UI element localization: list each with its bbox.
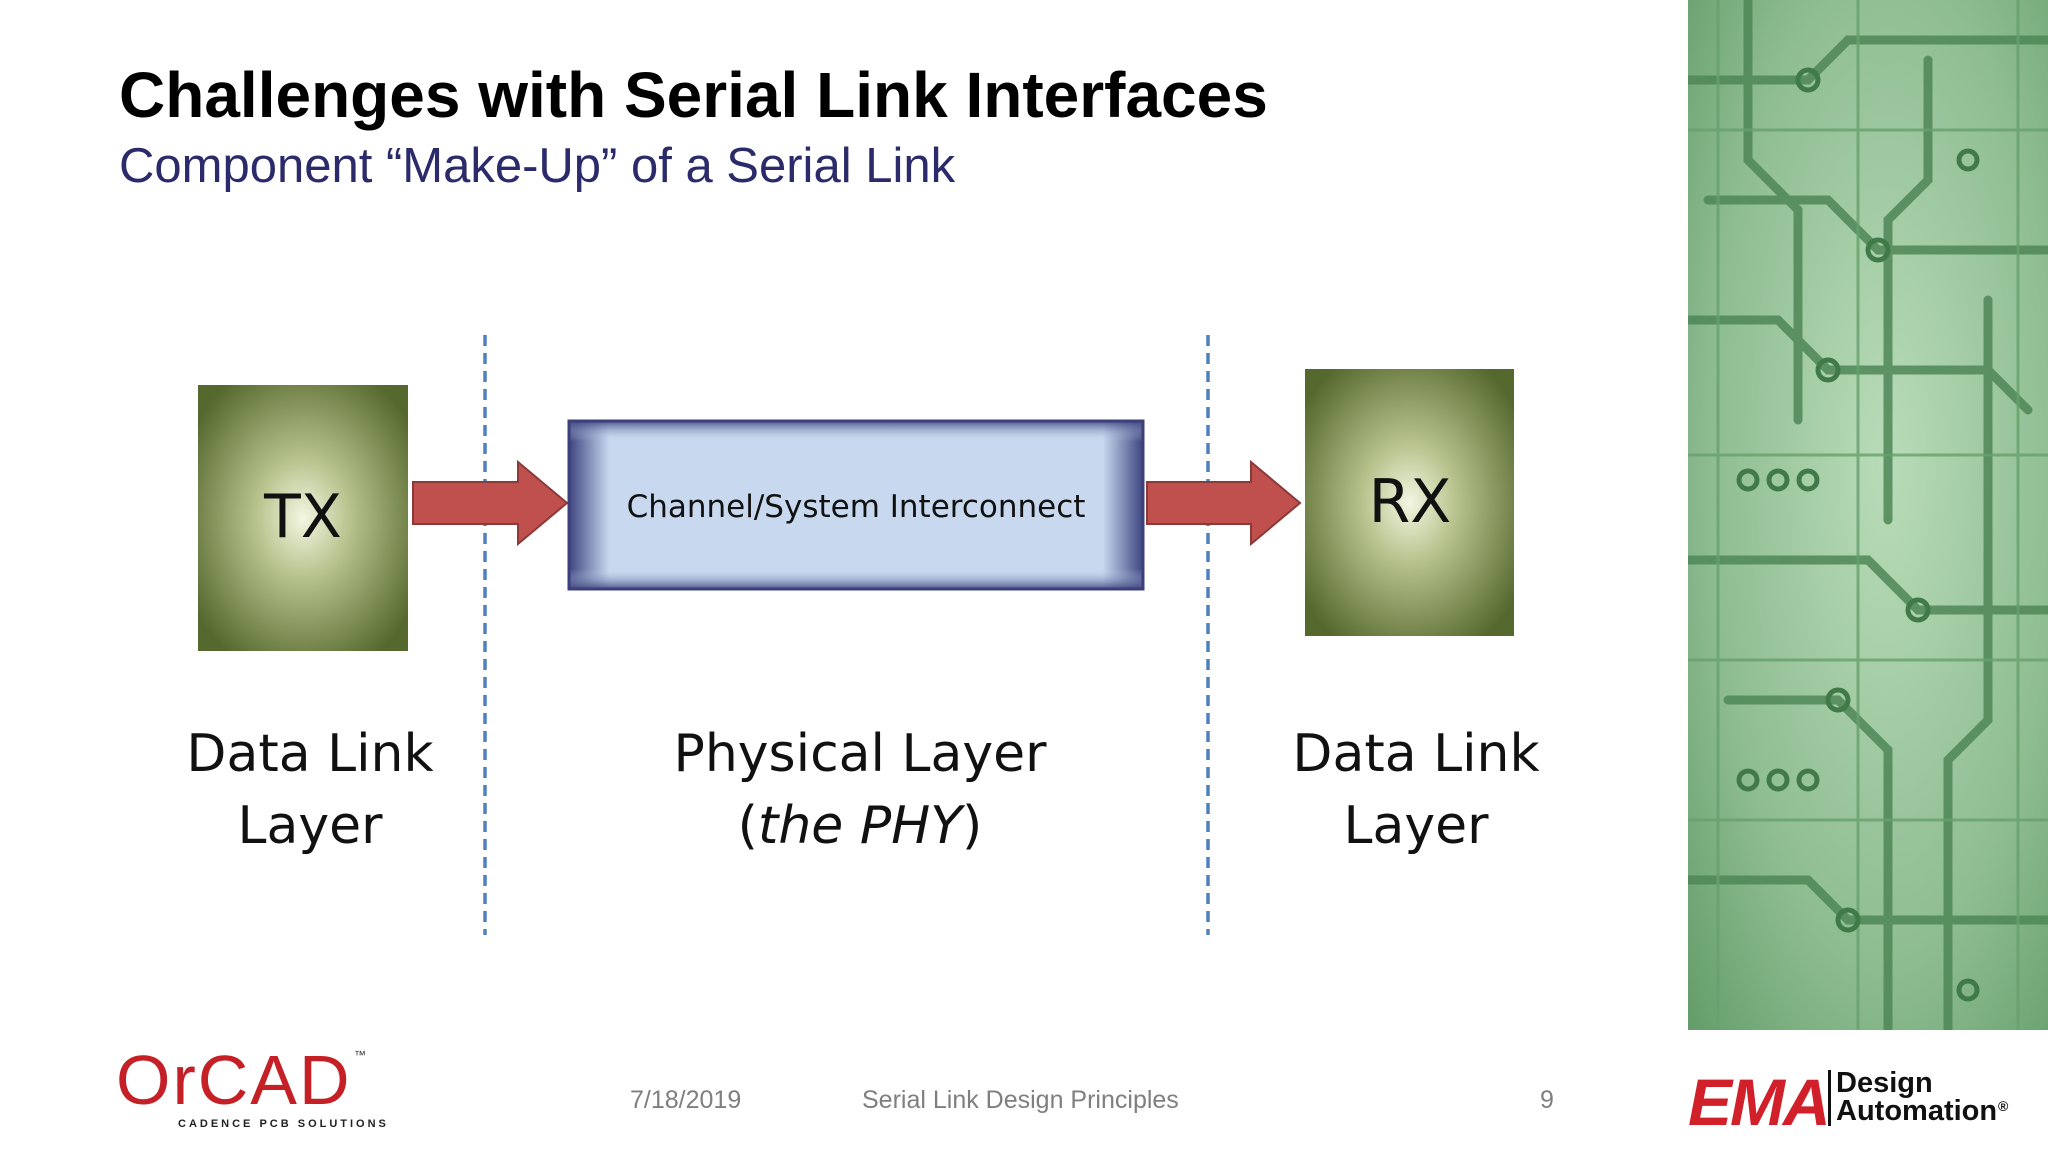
left-layer-line1: Data Link bbox=[186, 724, 434, 784]
ema-logo-design: Design bbox=[1836, 1067, 1933, 1099]
footer-title: Serial Link Design Principles bbox=[862, 1086, 1179, 1114]
channel-label: Channel/System Interconnect bbox=[627, 489, 1086, 525]
ema-logo: EMA Design Automation ® bbox=[1688, 1064, 2018, 1139]
middle-layer-paren-open: ( bbox=[737, 796, 758, 856]
serial-link-diagram: TX Channel/System Interconnect RX bbox=[198, 335, 1514, 935]
slide-number: 9 bbox=[1540, 1086, 1554, 1114]
middle-layer-line1: Physical Layer bbox=[673, 724, 1047, 784]
orcad-tagline: CADENCE PCB SOLUTIONS bbox=[178, 1118, 389, 1130]
channel-box: Channel/System Interconnect bbox=[567, 419, 1145, 591]
rx-box: RX bbox=[1305, 369, 1514, 636]
slide-title: Challenges with Serial Link Interfaces bbox=[119, 59, 1268, 131]
tx-box: TX bbox=[198, 385, 408, 651]
orcad-logo: OrCAD ™ CADENCE PCB SOLUTIONS bbox=[116, 1040, 386, 1132]
orcad-trademark: ™ bbox=[354, 1048, 366, 1062]
middle-layer-paren-close: ) bbox=[962, 796, 983, 856]
arrow-tx-to-channel bbox=[412, 459, 569, 547]
ema-logo-word: EMA bbox=[1688, 1065, 1831, 1139]
middle-layer-label: Physical Layer (the PHY) bbox=[650, 718, 1070, 862]
ema-logo-automation: Automation bbox=[1836, 1095, 1998, 1127]
rx-label: RX bbox=[1369, 467, 1452, 537]
left-layer-line2: Layer bbox=[237, 796, 383, 856]
left-layer-label: Data Link Layer bbox=[160, 718, 460, 862]
middle-layer-phy: the PHY bbox=[757, 796, 963, 856]
ema-registered-mark: ® bbox=[1998, 1098, 2009, 1114]
pcb-background-image bbox=[1688, 0, 2048, 1030]
right-layer-line2: Layer bbox=[1343, 796, 1489, 856]
ema-logo-separator bbox=[1828, 1070, 1831, 1126]
slide-subtitle: Component “Make-Up” of a Serial Link bbox=[119, 139, 956, 193]
tx-label: TX bbox=[263, 482, 342, 552]
orcad-logo-word: OrCAD bbox=[116, 1041, 352, 1119]
footer-date: 7/18/2019 bbox=[630, 1086, 742, 1114]
pcb-traces-graphic bbox=[1688, 0, 2048, 1030]
right-layer-label: Data Link Layer bbox=[1266, 718, 1566, 862]
right-layer-line1: Data Link bbox=[1292, 724, 1540, 784]
middle-layer-line2: (the PHY) bbox=[650, 790, 1070, 862]
arrow-channel-to-rx bbox=[1146, 459, 1302, 547]
